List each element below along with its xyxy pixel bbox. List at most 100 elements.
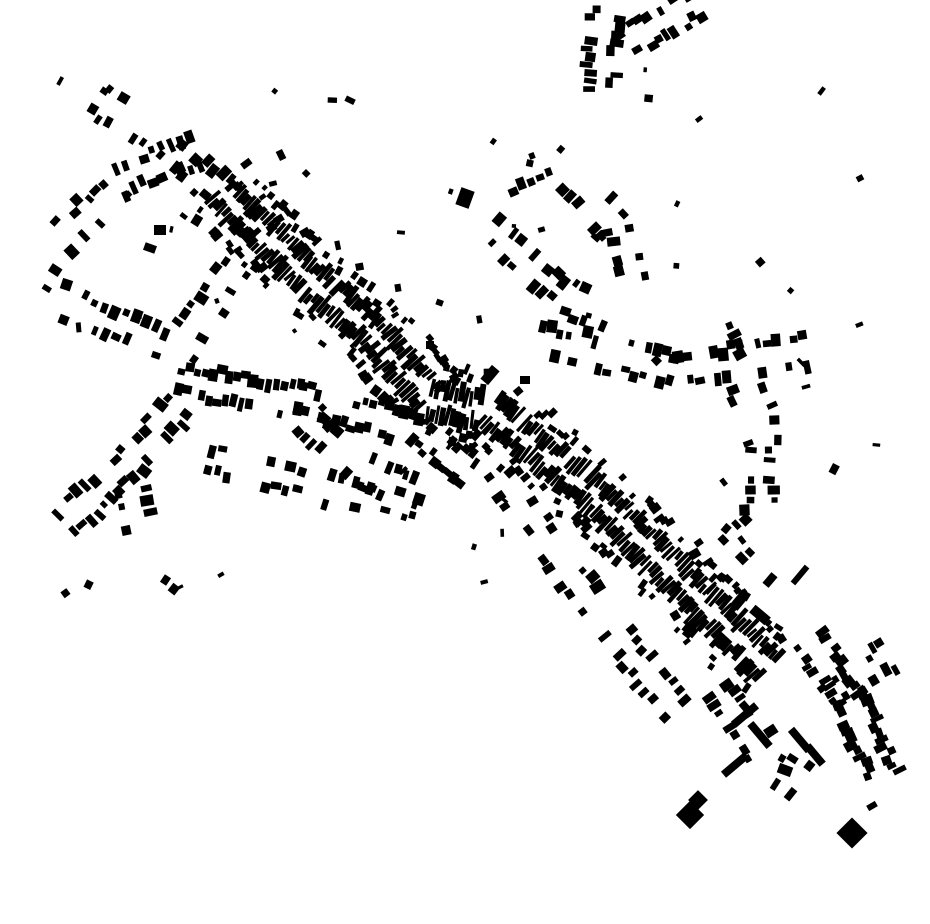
building xyxy=(726,611,738,624)
building xyxy=(771,647,787,664)
building xyxy=(139,313,154,330)
building xyxy=(365,349,378,361)
building xyxy=(258,193,267,201)
building xyxy=(276,265,293,283)
building xyxy=(290,222,300,234)
building xyxy=(349,296,364,312)
building xyxy=(835,705,848,718)
building xyxy=(232,371,242,382)
building xyxy=(175,169,189,183)
building xyxy=(217,445,228,453)
building xyxy=(666,586,684,604)
building xyxy=(644,94,654,103)
building xyxy=(514,176,528,191)
building xyxy=(677,595,695,614)
building xyxy=(450,441,464,454)
building xyxy=(368,451,379,465)
building xyxy=(291,425,305,439)
building xyxy=(240,157,253,170)
building xyxy=(763,641,779,658)
building xyxy=(635,252,644,261)
building xyxy=(570,510,584,524)
building xyxy=(668,676,679,687)
building xyxy=(236,397,245,412)
building xyxy=(754,256,766,268)
building xyxy=(383,399,395,411)
building xyxy=(270,481,282,491)
building xyxy=(828,463,840,476)
building xyxy=(512,464,525,477)
building xyxy=(302,293,314,305)
building xyxy=(651,528,664,541)
building xyxy=(717,533,730,546)
building xyxy=(571,278,581,288)
building xyxy=(292,401,304,417)
building xyxy=(563,455,577,470)
building xyxy=(767,648,778,660)
building xyxy=(337,257,345,265)
building xyxy=(575,491,592,510)
building xyxy=(538,434,555,453)
building xyxy=(697,583,708,594)
building xyxy=(751,667,768,683)
building xyxy=(719,477,729,487)
building xyxy=(708,588,725,608)
building xyxy=(98,179,109,191)
building xyxy=(627,370,640,384)
building xyxy=(272,378,281,391)
building xyxy=(745,446,757,454)
building xyxy=(570,487,583,500)
building xyxy=(737,535,747,545)
building xyxy=(770,333,781,347)
building xyxy=(576,459,593,478)
building xyxy=(525,495,539,508)
building xyxy=(350,270,360,281)
building xyxy=(383,460,395,475)
building xyxy=(292,307,301,318)
building xyxy=(201,153,216,168)
building xyxy=(280,232,291,243)
building xyxy=(865,654,874,663)
building xyxy=(762,339,772,348)
building xyxy=(104,490,119,505)
building xyxy=(669,609,682,622)
building xyxy=(351,475,361,489)
building xyxy=(852,751,867,763)
building xyxy=(734,551,749,566)
building xyxy=(280,204,293,217)
building xyxy=(640,524,653,538)
building xyxy=(128,180,139,195)
building xyxy=(618,539,631,553)
building xyxy=(796,357,806,368)
building xyxy=(677,593,691,607)
building xyxy=(617,208,629,220)
building xyxy=(830,642,842,654)
building xyxy=(167,582,181,596)
building xyxy=(121,308,131,318)
building xyxy=(511,223,517,228)
building xyxy=(615,660,629,675)
building xyxy=(737,618,753,633)
building xyxy=(224,370,234,385)
building xyxy=(789,335,798,344)
building xyxy=(259,210,270,222)
building xyxy=(555,182,570,198)
building xyxy=(323,267,336,282)
building xyxy=(508,455,520,466)
building xyxy=(185,362,196,373)
building xyxy=(762,723,779,739)
building xyxy=(400,386,420,403)
building xyxy=(874,734,889,746)
building xyxy=(484,446,494,456)
building xyxy=(155,149,166,161)
building xyxy=(400,513,408,522)
building xyxy=(259,481,272,495)
building xyxy=(528,152,536,160)
building xyxy=(581,504,596,519)
building xyxy=(266,190,276,201)
building xyxy=(872,637,885,649)
building xyxy=(385,297,396,308)
building xyxy=(140,483,153,493)
building xyxy=(68,206,82,220)
building xyxy=(84,194,95,204)
